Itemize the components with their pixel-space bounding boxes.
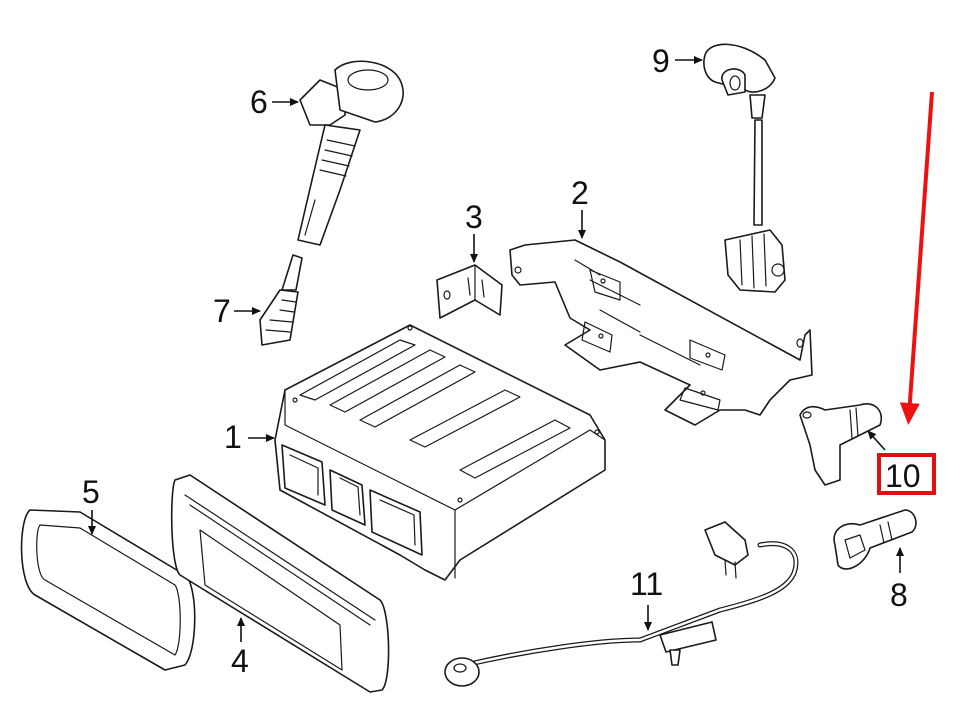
highlight-arrow — [899, 91, 934, 425]
callout-9: 9 — [652, 43, 703, 79]
connector-cover-part[interactable] — [170, 474, 390, 693]
cam-sensor-part[interactable] — [703, 43, 786, 293]
callout-label-4: 4 — [231, 643, 249, 679]
callout-label-6: 6 — [250, 84, 268, 120]
callout-4: 4 — [231, 617, 249, 679]
callout-label-5: 5 — [82, 474, 100, 510]
callout-7: 7 — [213, 293, 261, 329]
small-bracket-part[interactable] — [436, 264, 503, 319]
callout-label-10: 10 — [885, 458, 921, 494]
temp-sensor-part[interactable] — [833, 509, 917, 570]
callout-11: 11 — [630, 566, 663, 631]
highlight-box — [877, 453, 936, 495]
callout-label-11: 11 — [630, 566, 663, 602]
callout-8: 8 — [890, 547, 908, 613]
callout-2: 2 — [571, 175, 589, 239]
callout-label-3: 3 — [465, 199, 483, 235]
callout-5: 5 — [82, 474, 100, 535]
callout-label-2: 2 — [571, 175, 589, 211]
spark-plug-part[interactable] — [259, 254, 303, 346]
ecm-bracket-part[interactable] — [509, 239, 813, 426]
callout-10: 10 — [867, 430, 936, 495]
engine-control-module-part[interactable] — [274, 324, 606, 581]
connector-seal-part[interactable] — [20, 509, 196, 671]
knock-sensor-part[interactable] — [444, 521, 799, 687]
callout-3: 3 — [465, 199, 483, 263]
callout-label-9: 9 — [652, 43, 670, 79]
callout-6: 6 — [250, 84, 299, 120]
ignition-coil-part[interactable] — [297, 60, 404, 246]
callout-label-1: 1 — [224, 419, 242, 455]
callout-1: 1 — [224, 419, 275, 455]
callout-label-7: 7 — [213, 293, 231, 329]
crank-sensor-part[interactable] — [799, 403, 882, 486]
callout-label-8: 8 — [890, 577, 908, 613]
